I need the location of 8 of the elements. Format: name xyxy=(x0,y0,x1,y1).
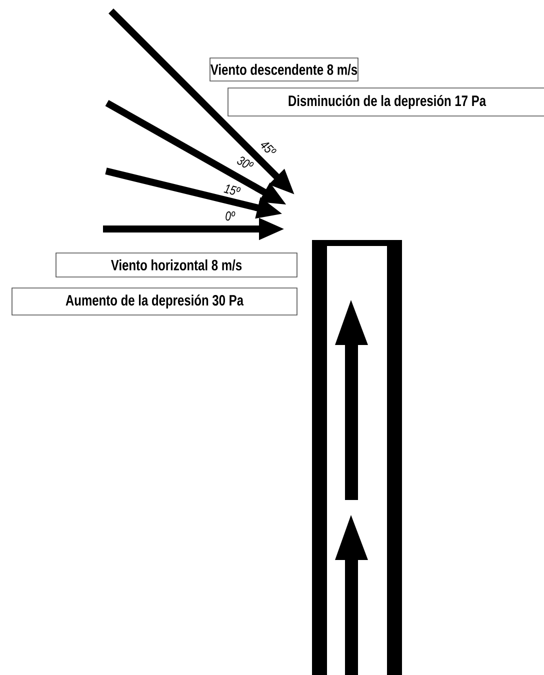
label-box: Viento descendente 8 m/s xyxy=(210,58,358,82)
label-box: Aumento de la depresión 30 Pa xyxy=(12,288,298,316)
angle-label: 15º xyxy=(224,184,241,195)
angle-label: 30º xyxy=(237,156,254,168)
label-box: Viento horizontal 8 m/s xyxy=(56,252,298,278)
angle-label: 45º xyxy=(260,142,276,154)
angle-label: 0º xyxy=(226,211,236,221)
label-box: Disminución de la depresión 17 Pa xyxy=(228,88,544,116)
